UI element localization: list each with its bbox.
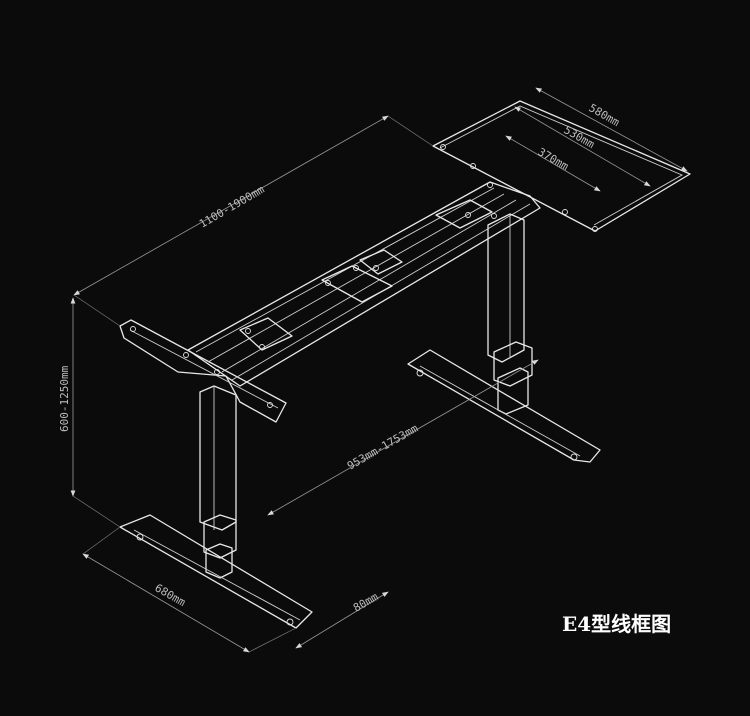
mounting-holes [130,144,598,408]
left-column [199,385,237,531]
foot-width-label: 80mm [351,590,381,615]
right-foot [407,349,601,463]
bracket-inner-length-label: 530mm [562,123,598,151]
foot-span-label: 953mm-1753mm [345,421,421,472]
dimension-lines [70,87,688,653]
height-range-label: 600-1250mm [58,365,71,432]
diagram-caption: E4型线框图 [562,612,672,636]
left-top-bracket [119,319,287,423]
bracket-hole-spacing-label: 370mm [536,145,572,173]
cross-beam [187,181,541,387]
width-range-label: 1100-1900mm [197,183,267,231]
desk-frame [119,100,691,629]
right-top-bracket [432,100,691,232]
